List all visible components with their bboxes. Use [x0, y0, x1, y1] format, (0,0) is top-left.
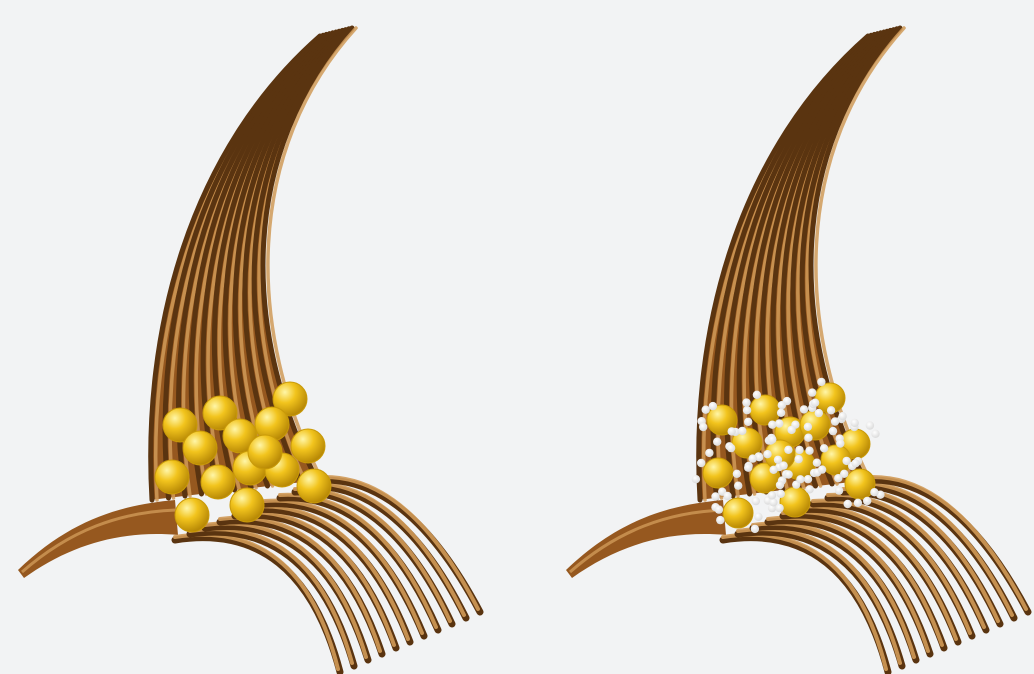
small-particle: [804, 434, 812, 442]
small-particle: [854, 499, 862, 507]
small-particle: [705, 449, 713, 457]
fiber-highlight: [175, 535, 338, 669]
small-particle: [804, 475, 812, 483]
small-particle: [866, 421, 874, 429]
small-particle: [827, 406, 835, 414]
small-particle: [863, 497, 871, 505]
small-particle: [711, 492, 719, 500]
gold-particle: [723, 498, 753, 528]
small-particle: [794, 455, 802, 463]
gold-particle: [155, 460, 189, 494]
small-particle: [840, 470, 848, 478]
small-particle: [776, 481, 784, 489]
gold-particle: [201, 465, 235, 499]
small-particle: [744, 464, 752, 472]
fiber-highlight: [723, 535, 886, 669]
small-particle: [742, 398, 750, 406]
small-particle: [763, 450, 771, 458]
small-particle: [734, 482, 742, 490]
small-particle: [842, 457, 850, 465]
small-particle: [805, 485, 813, 493]
small-particle: [835, 486, 843, 494]
small-particle: [831, 417, 839, 425]
small-particle: [808, 388, 816, 396]
small-particle: [699, 423, 707, 431]
small-particle: [692, 475, 700, 483]
gold-particle: [183, 431, 217, 465]
right-panel: [566, 28, 1028, 672]
small-particle: [754, 513, 762, 521]
small-particle: [787, 426, 795, 434]
small-particle: [804, 423, 812, 431]
small-particle: [769, 498, 777, 506]
small-particle: [733, 470, 741, 478]
gold-particle: [845, 469, 875, 499]
small-particle: [805, 447, 813, 455]
small-particle: [775, 419, 783, 427]
small-particle: [811, 399, 819, 407]
small-particle: [796, 475, 804, 483]
small-particle: [779, 461, 787, 469]
small-particle: [749, 454, 757, 462]
gold-particle: [297, 469, 331, 503]
small-particle: [743, 406, 751, 414]
gold-particle: [780, 487, 810, 517]
small-particle: [784, 470, 792, 478]
small-particle: [723, 492, 731, 500]
small-particle: [777, 490, 785, 498]
small-particle: [870, 488, 878, 496]
gold-particle: [291, 429, 325, 463]
small-particle: [713, 438, 721, 446]
gold-particle: [750, 395, 780, 425]
small-particle: [716, 516, 724, 524]
gold-particle: [248, 435, 282, 469]
small-particle: [871, 430, 879, 438]
small-particle: [838, 412, 846, 420]
small-particle: [751, 525, 759, 533]
small-particle: [738, 427, 746, 435]
small-particle: [836, 439, 844, 447]
small-particle: [697, 459, 705, 467]
gold-particle: [703, 458, 733, 488]
gold-particle: [175, 498, 209, 532]
small-particle: [728, 427, 736, 435]
small-particle: [817, 378, 825, 386]
small-particle: [851, 459, 859, 467]
small-particle: [775, 504, 783, 512]
small-particle: [702, 406, 710, 414]
small-particle: [753, 391, 761, 399]
small-particle: [769, 466, 777, 474]
small-particle: [815, 409, 823, 417]
small-particle: [800, 405, 808, 413]
small-particle: [813, 459, 821, 467]
small-particle: [752, 497, 760, 505]
small-particle: [784, 446, 792, 454]
small-particle: [818, 465, 826, 473]
small-particle: [778, 401, 786, 409]
gold-particle: [230, 488, 264, 522]
small-particle: [777, 409, 785, 417]
small-particle: [844, 500, 852, 508]
small-particle: [851, 419, 859, 427]
small-particle: [709, 402, 717, 410]
small-particle: [768, 491, 776, 499]
small-particle: [715, 505, 723, 513]
small-particle: [795, 446, 803, 454]
small-particle: [829, 427, 837, 435]
small-particle: [727, 444, 735, 452]
small-particle: [820, 444, 828, 452]
left-panel: [18, 28, 480, 672]
small-particle: [744, 418, 752, 426]
small-particle: [768, 435, 776, 443]
